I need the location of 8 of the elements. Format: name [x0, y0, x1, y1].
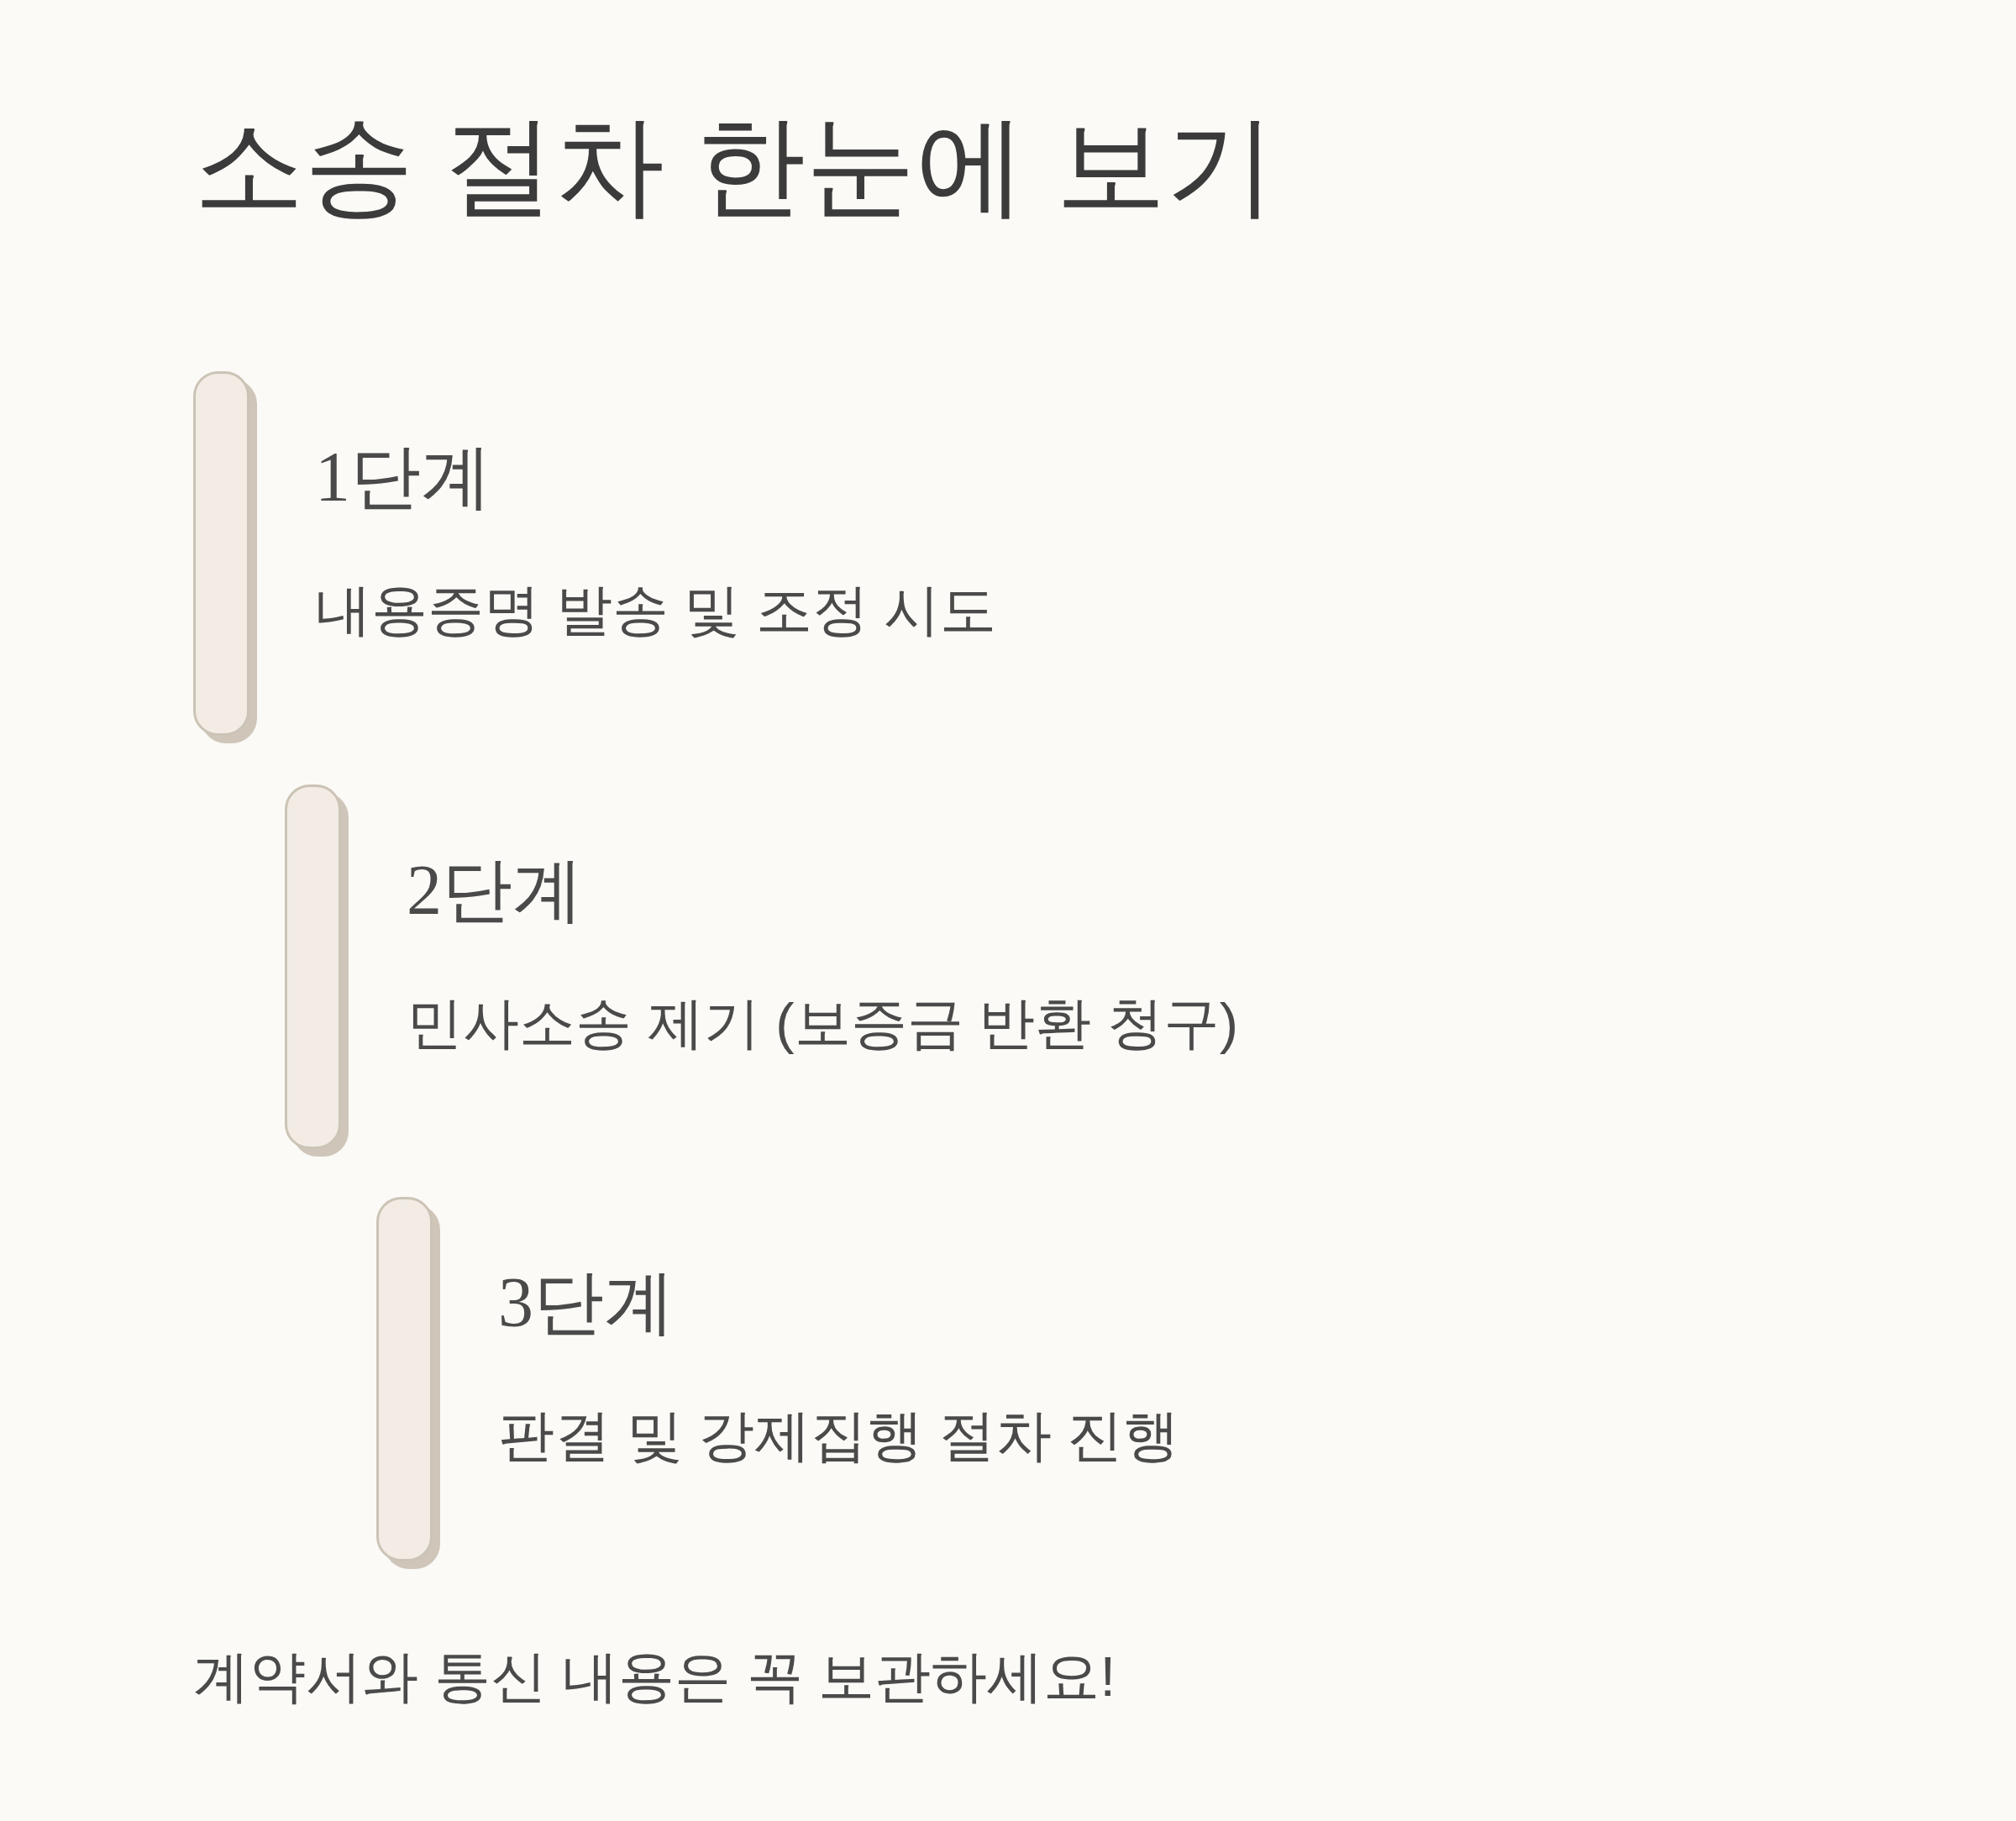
step-description: 판결 및 강제집행 절차 진행: [498, 1403, 1180, 1468]
title: 소송 절차 한눈에 보기: [194, 102, 1277, 228]
note-text: 계약서와 통신 내용은 꼭 보관하세요!: [193, 1644, 1116, 1709]
step-description: 내용증명 발송 및 조정 시도: [315, 577, 997, 643]
step-description: 민사소송 제기 (보증금 반환 청구): [407, 990, 1239, 1056]
step-heading: 3단계: [498, 1262, 675, 1343]
step-heading: 2단계: [407, 850, 583, 931]
step-heading: 1단계: [315, 437, 491, 517]
